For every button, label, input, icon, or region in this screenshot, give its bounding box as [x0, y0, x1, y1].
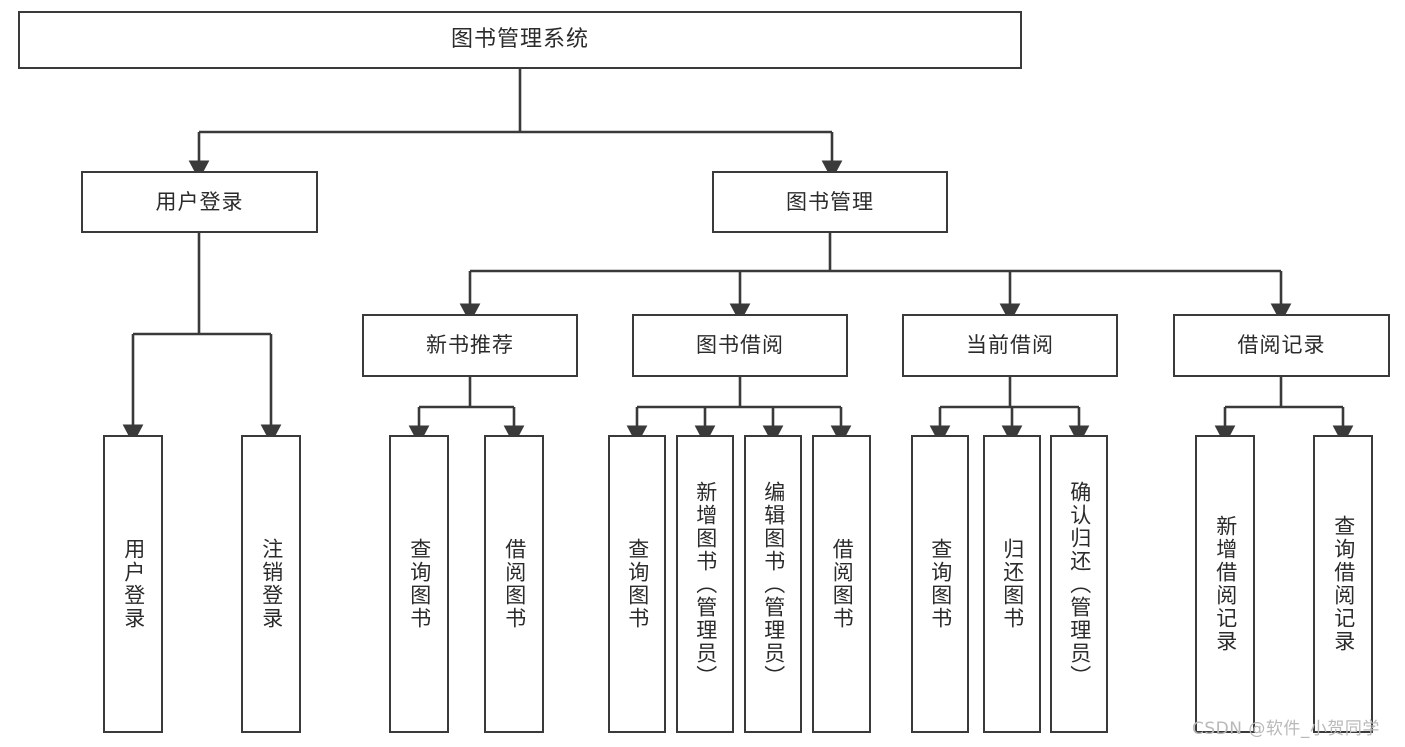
node-user-login[interactable]: 用户登录	[81, 171, 318, 233]
leaf-nb-query-book[interactable]: 查询图书	[389, 435, 449, 733]
leaf-cb-query-book[interactable]: 查询图书	[911, 435, 969, 733]
leaf-cb-confirm-return-admin[interactable]: 确认归还（管理员）	[1050, 435, 1108, 733]
node-label: 当前借阅	[966, 333, 1054, 358]
node-current-borrow[interactable]: 当前借阅	[902, 314, 1118, 377]
node-label: 图书借阅	[696, 333, 784, 358]
node-label: 新增图书（管理员）	[693, 480, 718, 688]
node-label: 新增借阅记录	[1213, 515, 1238, 653]
leaf-bb-query-book[interactable]: 查询图书	[608, 435, 666, 733]
node-label: 查询图书	[407, 538, 432, 630]
node-book-management[interactable]: 图书管理	[712, 171, 948, 233]
leaf-bb-borrow-book[interactable]: 借阅图书	[812, 435, 871, 733]
node-label: 查询图书	[928, 538, 953, 630]
node-book-borrow[interactable]: 图书借阅	[632, 314, 848, 377]
leaf-br-query-record[interactable]: 查询借阅记录	[1313, 435, 1373, 733]
node-new-book-recommend[interactable]: 新书推荐	[362, 314, 578, 377]
leaf-bb-edit-book-admin[interactable]: 编辑图书（管理员）	[744, 435, 802, 733]
leaf-bb-add-book-admin[interactable]: 新增图书（管理员）	[676, 435, 734, 733]
leaf-cb-return-book[interactable]: 归还图书	[983, 435, 1041, 733]
node-label: 查询图书	[625, 538, 650, 630]
node-label: 借阅记录	[1237, 333, 1326, 358]
leaf-nb-borrow-book[interactable]: 借阅图书	[484, 435, 544, 733]
node-label: 查询借阅记录	[1331, 515, 1356, 653]
node-label: 归还图书	[1000, 538, 1025, 630]
node-label: 新书推荐	[426, 333, 514, 358]
csdn-watermark: CSDN @软件_小贺同学	[1192, 719, 1380, 739]
node-root-system[interactable]: 图书管理系统	[18, 11, 1022, 69]
node-label: 用户登录	[121, 538, 146, 630]
node-label: 图书管理系统	[450, 27, 589, 53]
node-label: 图书管理	[786, 189, 874, 214]
leaf-logout[interactable]: 注销登录	[241, 435, 301, 733]
node-borrow-record[interactable]: 借阅记录	[1173, 314, 1390, 377]
node-label: 用户登录	[155, 189, 244, 214]
node-label: 借阅图书	[830, 538, 855, 630]
leaf-user-login[interactable]: 用户登录	[103, 435, 163, 733]
node-label: 注销登录	[259, 538, 284, 630]
leaf-br-add-record[interactable]: 新增借阅记录	[1195, 435, 1255, 733]
node-label: 借阅图书	[502, 538, 527, 630]
node-label: 编辑图书（管理员）	[761, 480, 786, 688]
node-label: 确认归还（管理员）	[1067, 480, 1092, 688]
